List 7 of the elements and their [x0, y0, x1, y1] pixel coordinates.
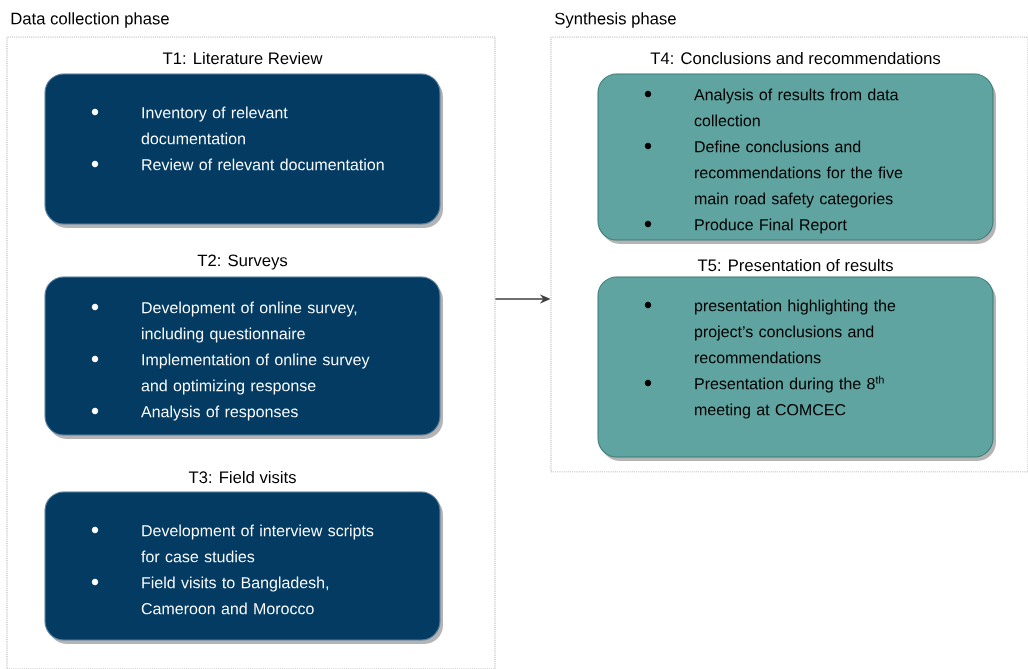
- panel-heading: Data collection phase: [11, 12, 169, 28]
- panel-heading: Synthesis phase: [555, 12, 676, 28]
- task-heading: T2: Surveys: [197, 254, 288, 270]
- task-heading: T3: Field visits: [188, 470, 296, 484]
- task-heading: T5: Presentation of results: [697, 258, 893, 272]
- task-heading: T1: Literature Review: [162, 51, 323, 65]
- task-heading: T4: Conclusions and recommendations: [650, 51, 941, 65]
